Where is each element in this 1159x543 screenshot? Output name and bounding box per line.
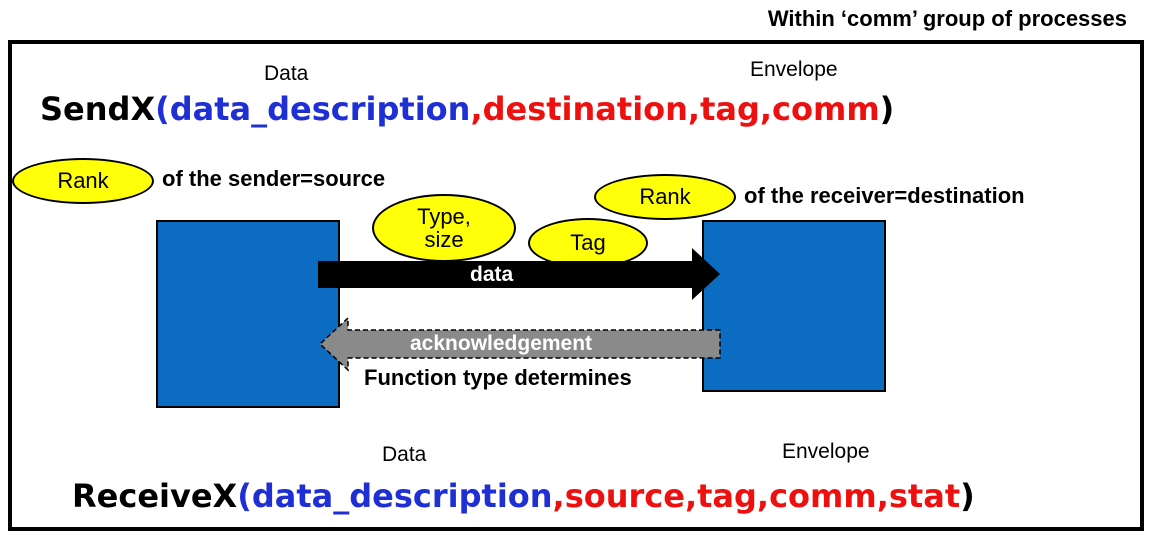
sender-rank-ellipse: Rank [12, 158, 154, 204]
receiver-rank-ellipse: Rank [594, 174, 736, 220]
diagram-frame [8, 40, 1144, 531]
function-type-note: Function type determines [364, 365, 632, 390]
receiver-note: of the receiver=destination [744, 183, 1025, 208]
sender-process-box [156, 220, 340, 408]
sender-note: of the sender=source [162, 166, 386, 191]
receive-data-label: Data [382, 443, 427, 466]
receive-function-name: ReceiveX [72, 477, 238, 515]
sender-rank-text: Rank [57, 168, 109, 194]
send-envelope-label: Envelope [750, 58, 838, 81]
receiver-rank-text: Rank [639, 184, 691, 210]
group-caption: Within ‘comm’ group of processes [767, 6, 1127, 31]
send-function-name: SendX [40, 90, 156, 128]
receiver-process-box [702, 220, 886, 392]
receive-comma: , [552, 477, 565, 515]
receive-close-paren: ) [960, 477, 975, 515]
receive-open-paren: ( [237, 477, 252, 515]
send-envelope-args: destination,tag,comm [482, 90, 880, 128]
receive-envelope-args: source,tag,comm,stat [564, 477, 961, 515]
data-arrow [318, 248, 720, 300]
acknowledgement-arrow [318, 316, 721, 372]
tag-text: Tag [570, 230, 606, 256]
send-close-paren: ) [879, 90, 895, 128]
send-data-arg: data_description [169, 90, 471, 128]
type-size-line2: size [424, 227, 464, 252]
receive-signature: ReceiveX(data_description,source,tag,com… [72, 477, 975, 515]
send-data-label: Data [264, 62, 309, 85]
send-signature: SendX(data_description,destination,tag,c… [40, 90, 894, 128]
receive-envelope-label: Envelope [782, 440, 870, 463]
send-open-paren: ( [155, 90, 170, 128]
send-comma: , [470, 90, 483, 128]
acknowledgement-label: acknowledgement [410, 332, 593, 355]
type-size-line1: Type, [417, 203, 471, 229]
receive-data-arg: data_description [251, 477, 553, 515]
data-arrow-label: data [470, 263, 514, 286]
